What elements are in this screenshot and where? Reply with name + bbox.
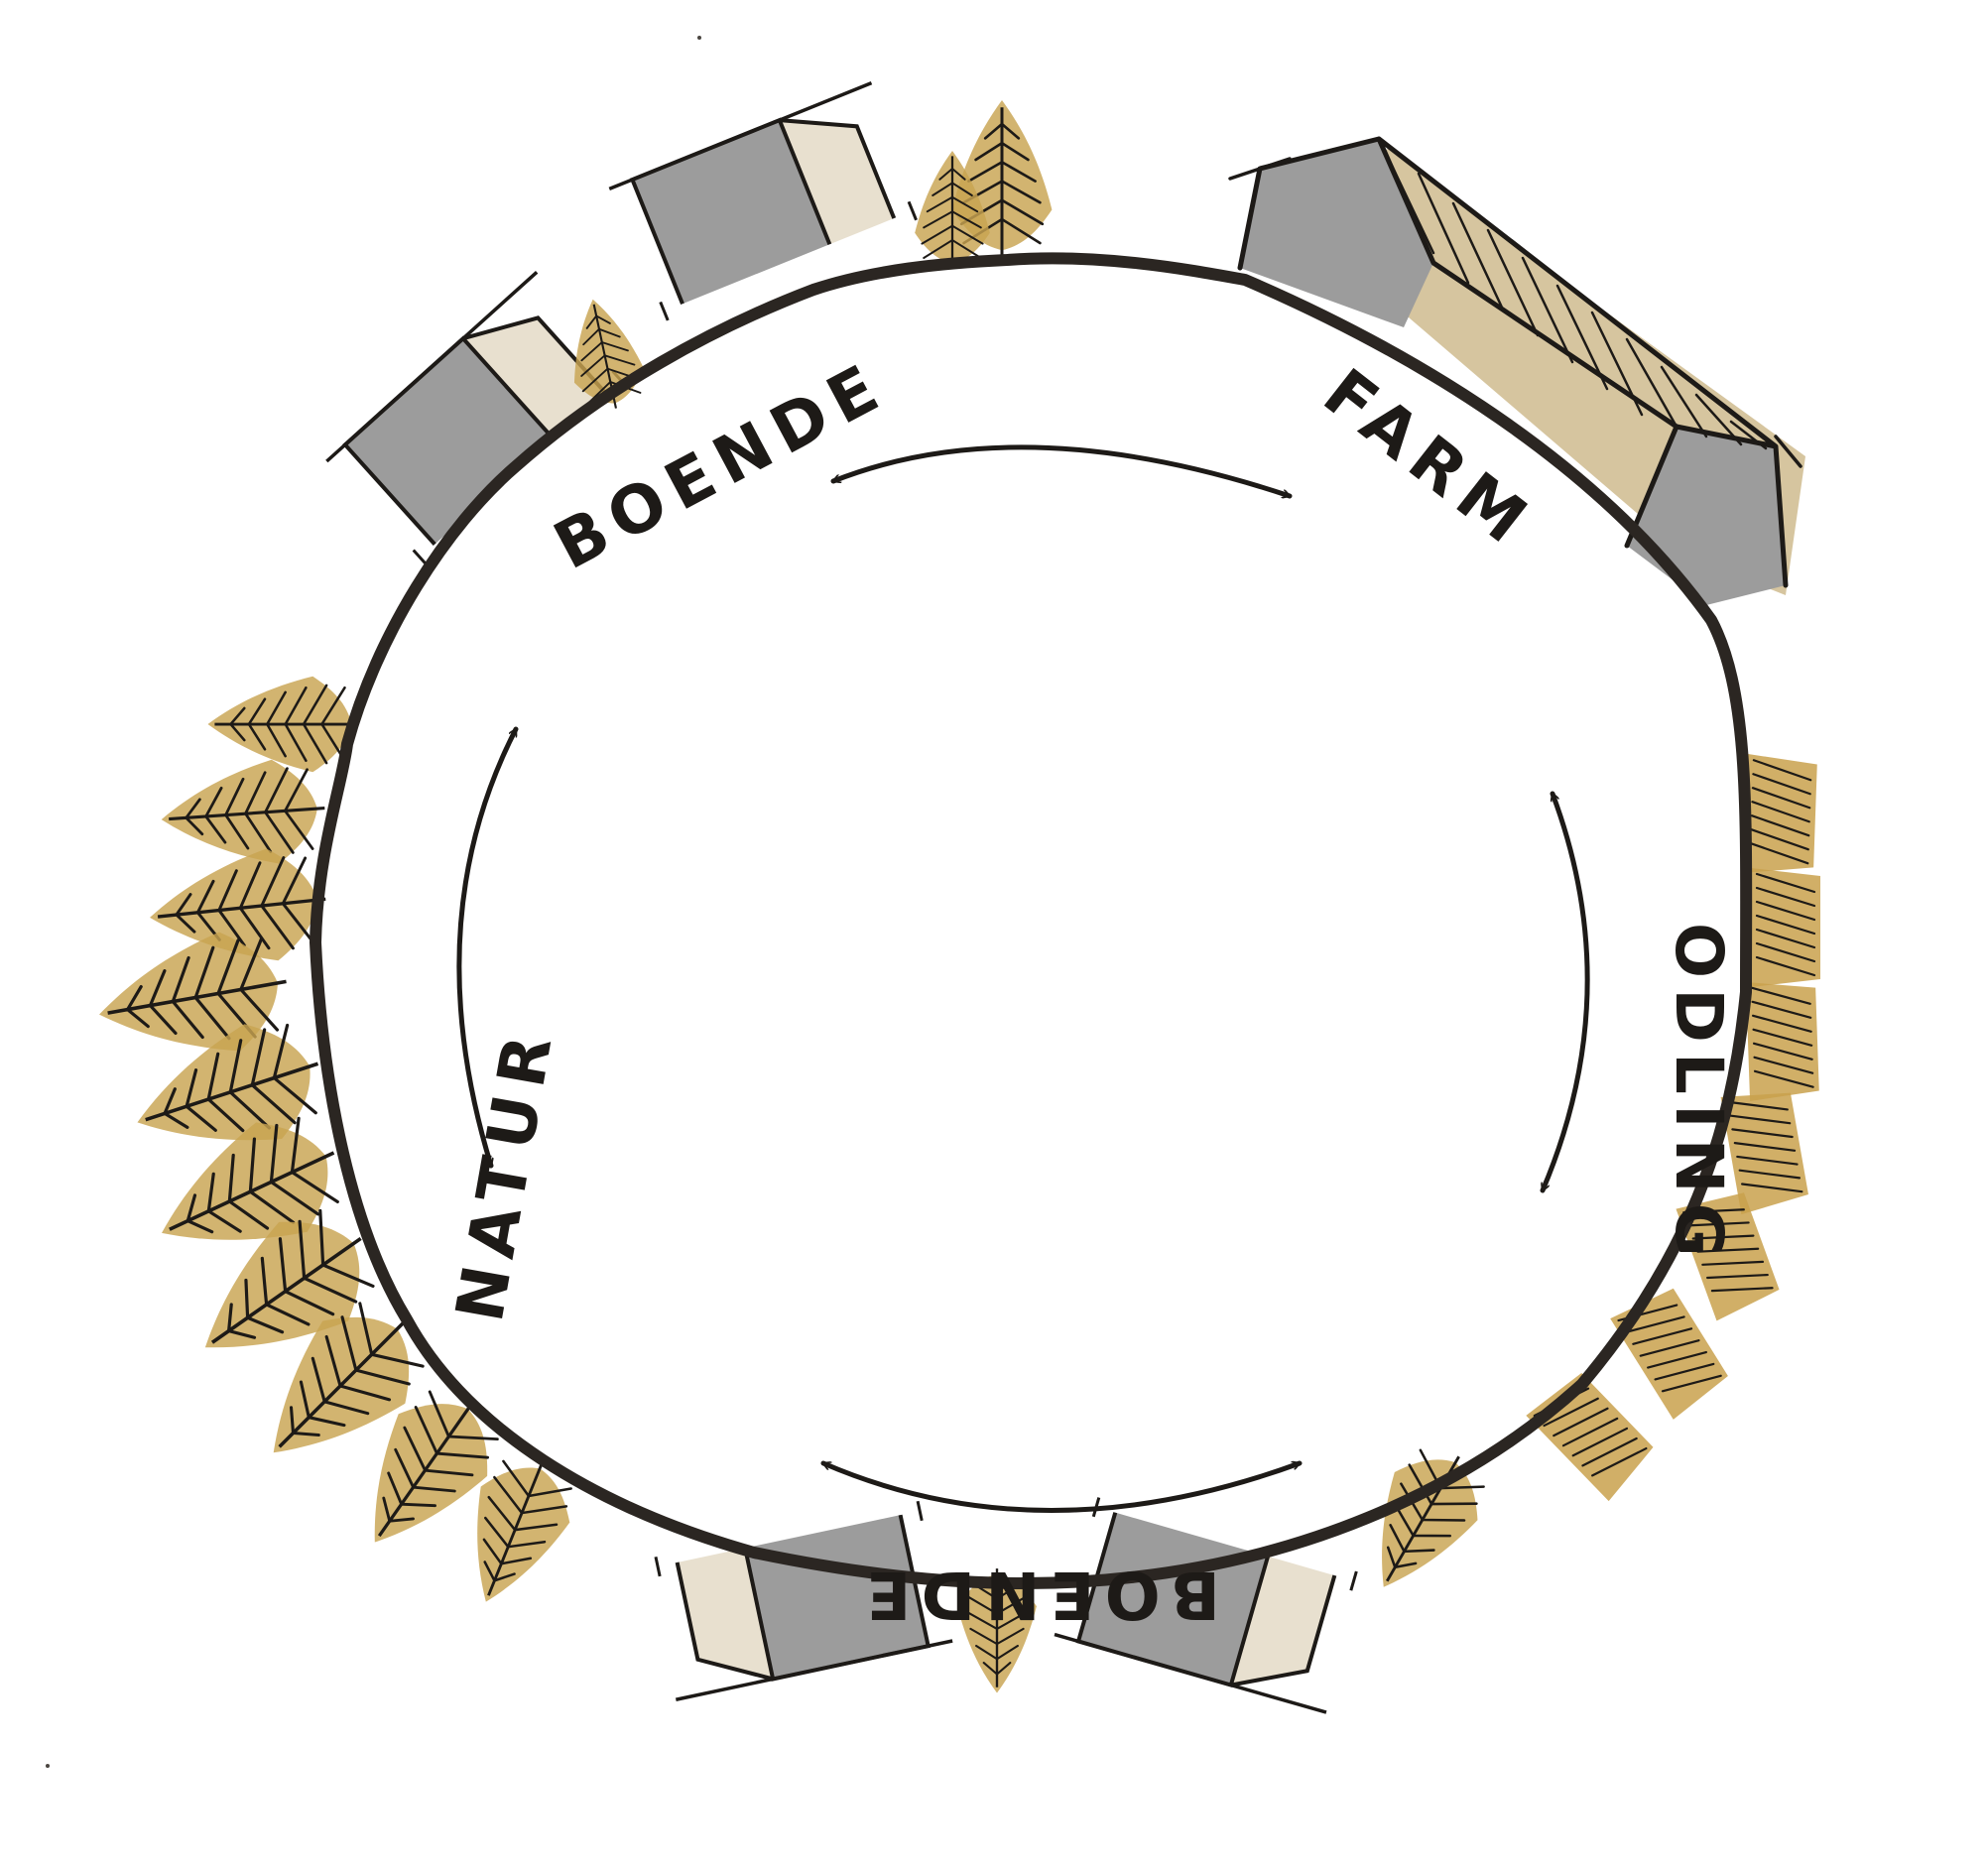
label-odling: ODLING <box>1661 923 1737 1267</box>
ring-outline <box>310 252 1753 1589</box>
double-arrow-icon <box>820 1460 1303 1513</box>
field-icon <box>1742 752 1819 877</box>
barn-icon <box>1228 136 1805 605</box>
double-arrow-icon <box>830 444 1293 496</box>
label-natur: NATUR <box>441 1020 568 1326</box>
house-icon <box>607 80 928 324</box>
field-icon <box>1525 1366 1661 1503</box>
stray-dot <box>697 36 701 40</box>
field-icon <box>1744 978 1821 1103</box>
tree-icon <box>156 754 330 874</box>
tree-icon <box>206 675 360 774</box>
field-icon <box>1749 866 1822 989</box>
label-boende-bottom: BOENDE <box>856 1557 1220 1633</box>
stray-dot <box>46 1764 50 1768</box>
arrows <box>456 444 1590 1513</box>
double-arrow-icon <box>1540 791 1590 1193</box>
double-arrow-icon <box>456 726 519 1169</box>
